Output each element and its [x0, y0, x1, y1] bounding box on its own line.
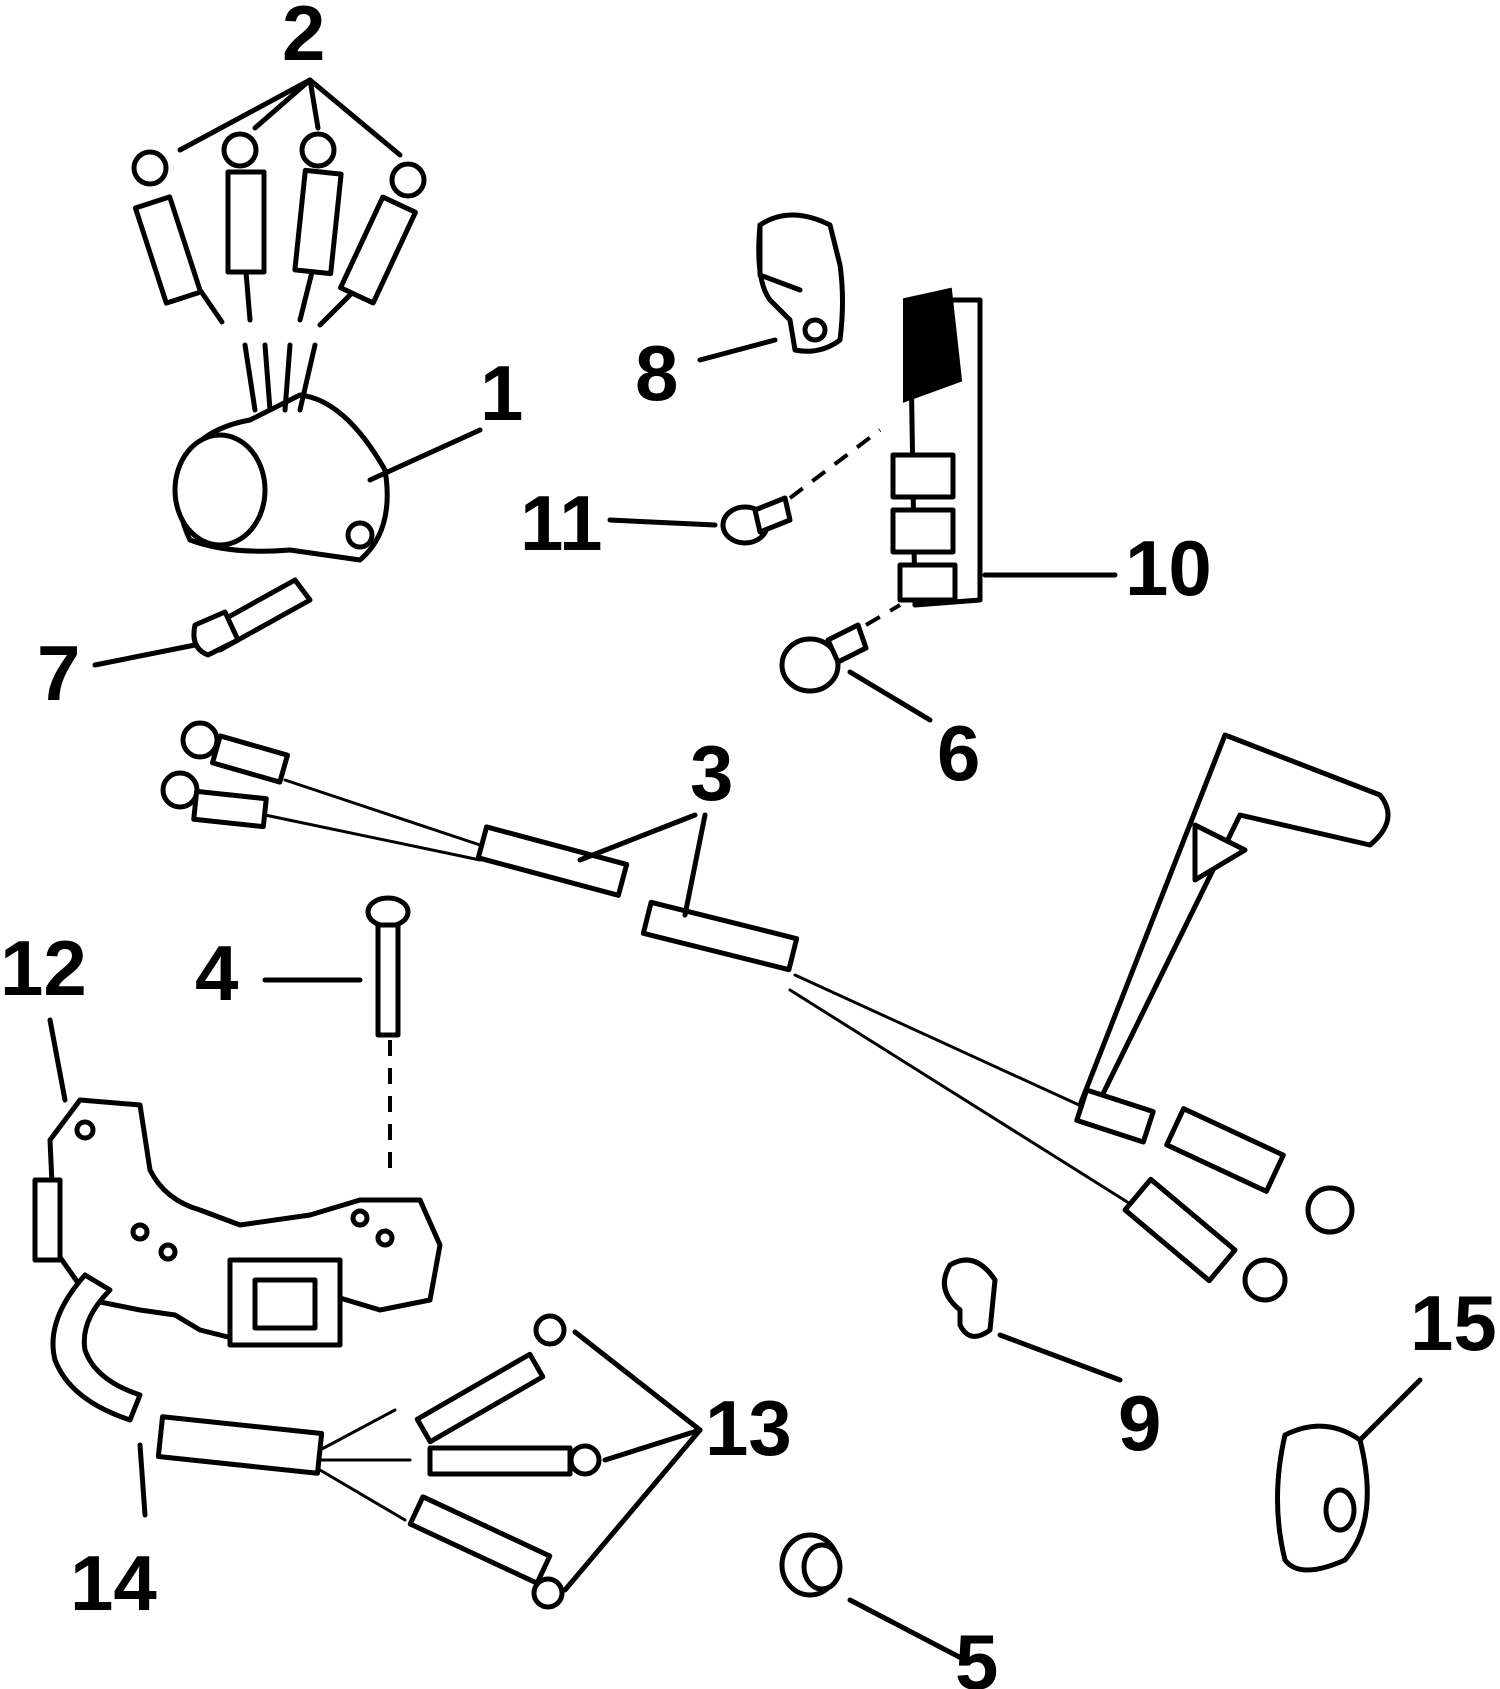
callout-4: 4 [195, 929, 238, 1017]
callout-5: 5 [955, 1618, 998, 1689]
part-2-terminal-leads [131, 131, 427, 328]
part-6-screw [779, 603, 902, 694]
part-9-clip [941, 1257, 998, 1339]
part-15-grommet [1275, 1423, 1370, 1573]
callout-2: 2 [282, 0, 325, 77]
part-1-rectifier [172, 342, 390, 563]
callout-7: 7 [37, 629, 80, 717]
part-7-bolt [191, 577, 313, 658]
part-10-terminal-block [890, 287, 983, 608]
terminal-lead-3 [292, 131, 344, 323]
part-11-screw [720, 428, 882, 546]
part-5-grommet [779, 1532, 843, 1598]
callout-1: 1 [480, 349, 523, 437]
terminal-lead-2 [221, 131, 267, 323]
part-4-screw [365, 895, 411, 1180]
part-8-clip [756, 212, 845, 354]
callout-13: 13 [705, 1384, 792, 1472]
callout-3: 3 [690, 729, 733, 817]
terminal-lead-4 [317, 161, 427, 328]
part-13-terminal-leads [318, 1313, 602, 1610]
terminal-lead-1 [131, 149, 225, 325]
part-14-sleeve [50, 1272, 325, 1476]
callout-9: 9 [1118, 1379, 1161, 1467]
part-12-stator-coil [32, 1097, 443, 1348]
callout-15: 15 [1410, 1279, 1497, 1367]
callout-8: 8 [635, 329, 678, 417]
callout-6: 6 [937, 709, 980, 797]
callout-12: 12 [0, 924, 87, 1012]
callout-14: 14 [70, 1539, 157, 1627]
callout-10: 10 [1125, 524, 1212, 612]
leader-lines [47, 77, 1423, 1663]
callout-11: 11 [520, 479, 602, 567]
part-3-wire-harness [160, 720, 1391, 1303]
